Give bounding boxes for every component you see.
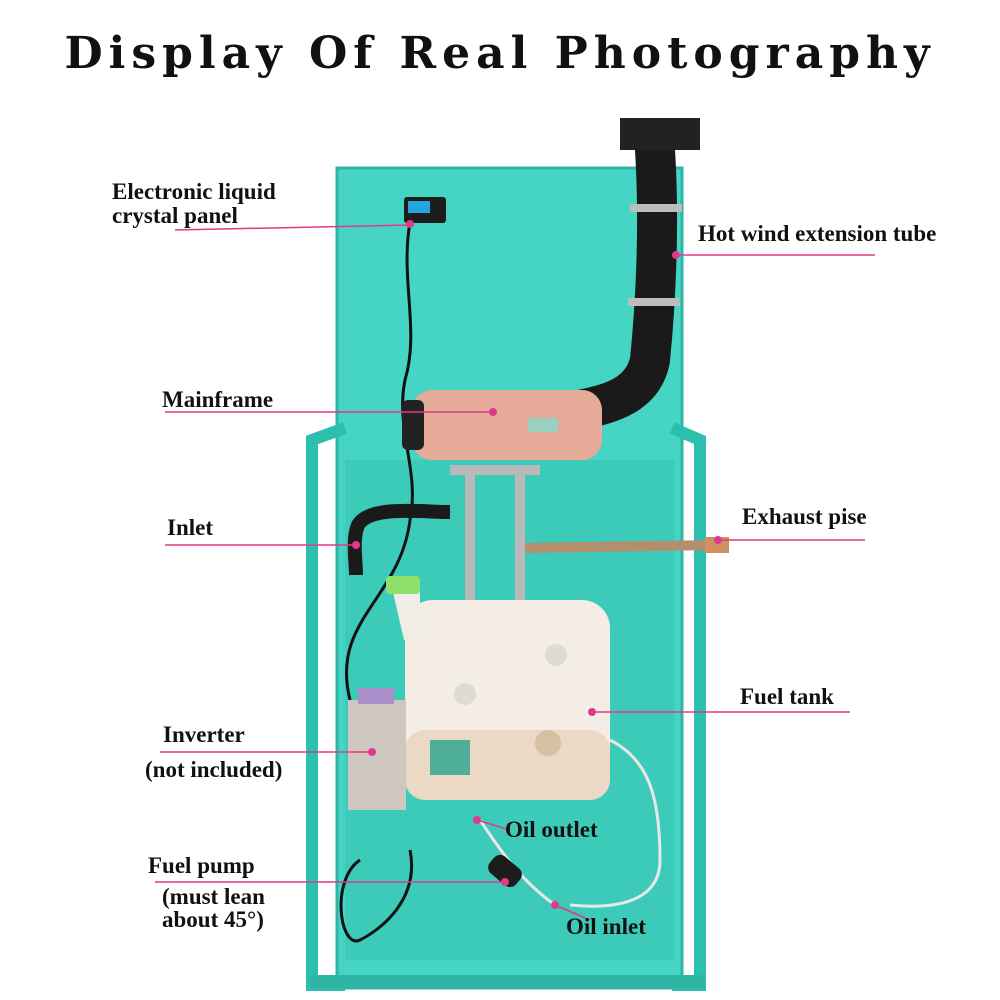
label-fuel-pump-line2: (must lean xyxy=(162,884,265,909)
fuel-pump xyxy=(488,854,522,888)
label-hot-wind-tube: Hot wind extension tube xyxy=(698,221,937,246)
tank-sticker xyxy=(430,740,470,775)
tube-clamp-1 xyxy=(630,204,682,212)
label-oil-outlet: Oil outlet xyxy=(505,817,598,842)
dot-hot-tube xyxy=(672,251,680,259)
heater-end-cap xyxy=(402,400,424,450)
dot-fuel-pump xyxy=(501,878,509,886)
inverter-top xyxy=(358,688,394,704)
tank-cap xyxy=(386,576,420,594)
dot-inlet xyxy=(352,541,360,549)
leader-lines xyxy=(155,224,875,921)
tube-clamp-2 xyxy=(628,298,680,306)
inverter-box xyxy=(348,700,406,810)
exhaust-tip xyxy=(705,537,729,553)
dot-oil-inlet xyxy=(551,901,559,909)
marker-dots xyxy=(352,220,722,909)
dot-lcd xyxy=(406,220,414,228)
exhaust-pipe xyxy=(524,540,721,553)
label-lcd-panel-line1: Electronic liquid xyxy=(112,179,276,204)
label-fuel-tank: Fuel tank xyxy=(740,684,834,709)
label-oil-inlet: Oil inlet xyxy=(566,914,646,939)
heater-bracket xyxy=(450,465,540,600)
heater-mainframe xyxy=(412,390,602,460)
power-cable xyxy=(339,849,413,943)
dot-mainframe xyxy=(489,408,497,416)
tank-dimple-3 xyxy=(535,730,561,756)
leader-oil-inlet xyxy=(554,904,591,921)
dot-oil-outlet xyxy=(473,816,481,824)
label-fuel-pump-line1: Fuel pump xyxy=(148,853,255,878)
label-inverter-line2: (not included) xyxy=(145,757,283,782)
leader-oil-outlet xyxy=(476,819,511,831)
page-title: Display Of Real Photography xyxy=(64,28,936,79)
dot-exhaust xyxy=(714,536,722,544)
tube-outlet-top xyxy=(620,118,700,150)
heater-label-plate xyxy=(528,418,558,432)
dot-fuel-tank xyxy=(588,708,596,716)
panel-wire xyxy=(344,221,414,701)
tank-dimple-1 xyxy=(545,644,567,666)
label-lcd-panel-line2: crystal panel xyxy=(112,203,238,228)
label-mainframe: Mainframe xyxy=(162,387,274,412)
label-fuel-pump-line3: about 45°) xyxy=(162,907,264,932)
fuel-line xyxy=(569,738,662,908)
dot-inverter xyxy=(368,748,376,756)
leader-lcd xyxy=(174,224,411,231)
tank-dimple-2 xyxy=(454,683,476,705)
hot-wind-tube xyxy=(560,130,678,430)
label-inlet: Inlet xyxy=(167,515,213,540)
label-exhaust: Exhaust pise xyxy=(742,504,867,529)
tank-neck xyxy=(392,588,420,640)
inlet-hose xyxy=(347,503,451,576)
label-inverter-line1: Inverter xyxy=(163,722,245,747)
lcd-screen xyxy=(408,201,430,213)
cabinet-base xyxy=(310,975,705,989)
